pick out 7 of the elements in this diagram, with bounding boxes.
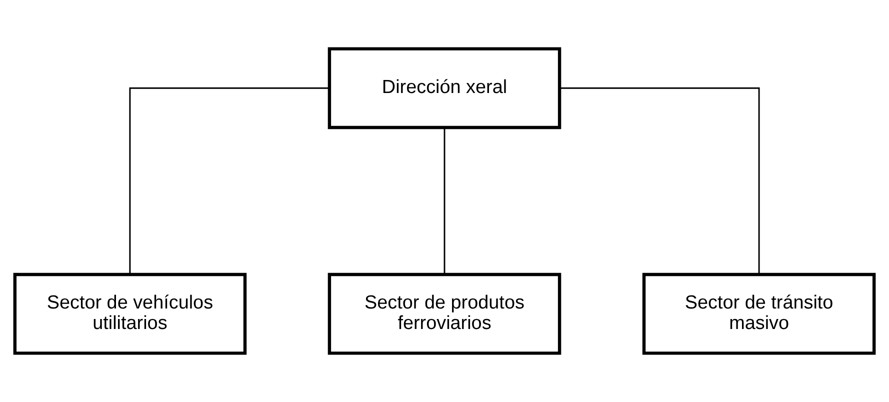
connector xyxy=(560,87,760,274)
node-box: Dirección xeral xyxy=(328,47,562,130)
node-box: Sector de tránsito masivo xyxy=(642,272,876,355)
node-box: Sector de vehículos utilitarios xyxy=(13,272,247,355)
node-box: Sector de produtos ferroviarios xyxy=(328,272,562,355)
connector xyxy=(444,128,446,274)
connector xyxy=(129,87,330,274)
